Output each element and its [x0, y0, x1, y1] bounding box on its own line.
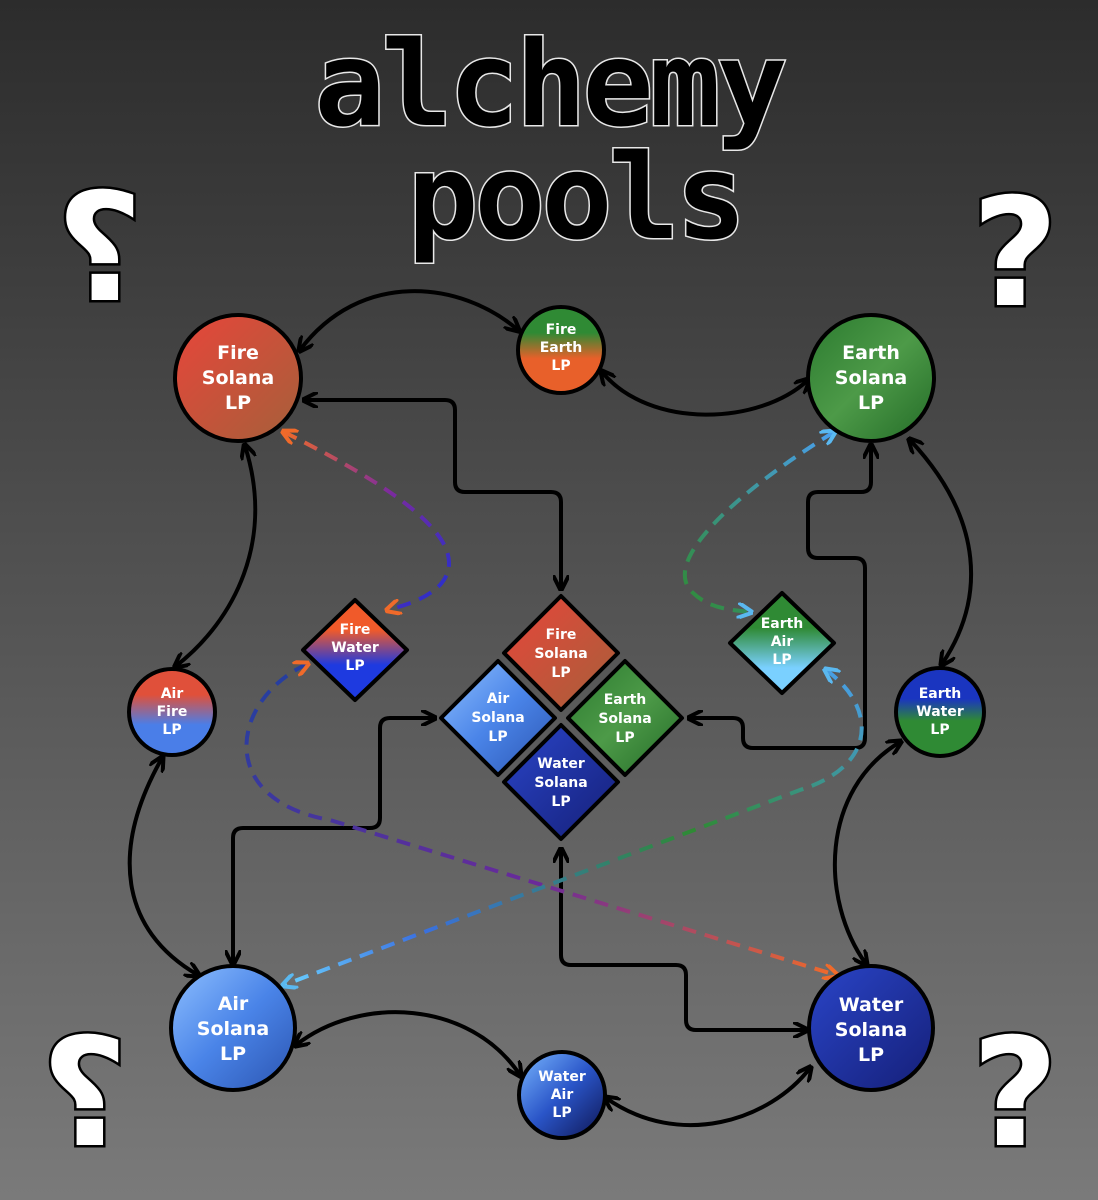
title-line-2: pools	[407, 128, 742, 266]
diamond-node-earth-air[interactable]: Earth Air LP	[728, 591, 836, 695]
dashed-edge-earth-solana-earth-air	[682, 432, 834, 612]
node-label: Fire	[340, 622, 371, 638]
node-label: Fire	[157, 704, 188, 720]
node-label: LP	[225, 392, 251, 414]
node-label: Air	[771, 634, 794, 650]
diamond-node-fire-water[interactable]: Fire Water LP	[301, 598, 409, 702]
node-label: Air	[161, 686, 184, 702]
node-label: Water	[537, 756, 585, 772]
node-label: Solana	[202, 367, 274, 389]
node-label: Earth	[842, 342, 900, 364]
question-mark-icon: ?	[971, 167, 1058, 341]
edge-earth-water-water-solana	[832, 742, 900, 964]
node-label: Solana	[534, 646, 587, 662]
circle-node-air-solana[interactable]: Air Solana LP	[169, 964, 297, 1092]
node-label: LP	[551, 794, 570, 810]
circle-node-water-air[interactable]: Water Air LP	[517, 1050, 607, 1140]
edge-water-solana-center	[561, 850, 806, 1030]
node-label: Water	[916, 704, 964, 720]
node-label: LP	[220, 1043, 246, 1065]
title-line-1: alchemy	[314, 15, 784, 153]
node-label: Fire	[546, 322, 577, 338]
question-mark-icon: ?	[41, 1007, 128, 1181]
circle-node-earth-water[interactable]: Earth Water LP	[894, 666, 986, 758]
edge-air-solana-center	[233, 718, 434, 963]
node-label: LP	[551, 665, 570, 681]
diamond-node-center-fire-solana[interactable]: Fire Solana LP	[502, 594, 620, 712]
question-mark-icon: ?	[56, 162, 143, 336]
circle-node-fire-solana[interactable]: Fire Solana LP	[173, 313, 303, 443]
edge-air-solana-water-air	[296, 1010, 520, 1075]
node-label: LP	[858, 1044, 884, 1066]
node-label: LP	[345, 658, 364, 674]
node-label: LP	[488, 729, 507, 745]
node-label: LP	[615, 730, 634, 746]
edge-air-fire-air-solana	[127, 758, 198, 975]
edge-fire-solana-fire-earth	[300, 289, 518, 350]
edge-fire-solana-air-fire	[176, 446, 258, 666]
node-label: LP	[162, 722, 181, 738]
circle-node-fire-earth[interactable]: Fire Earth LP	[516, 305, 606, 395]
dashed-connections	[244, 432, 864, 985]
node-label: LP	[930, 722, 949, 738]
node-label: LP	[772, 652, 791, 668]
node-label: Earth	[919, 686, 962, 702]
circle-node-air-fire[interactable]: Air Fire LP	[127, 667, 217, 757]
node-label: LP	[552, 1105, 571, 1121]
node-label: Solana	[835, 367, 907, 389]
edge-fire-solana-center	[305, 400, 561, 588]
node-label: Solana	[598, 711, 651, 727]
circle-node-earth-solana[interactable]: Earth Solana LP	[806, 313, 936, 443]
node-label: Fire	[546, 627, 577, 643]
node-label: Air	[218, 993, 249, 1015]
node-label: Solana	[534, 775, 587, 791]
node-label: Water	[331, 640, 379, 656]
node-label: Solana	[835, 1019, 907, 1041]
dashed-edge-earth-air-air-solana	[284, 670, 864, 985]
question-mark-icon: ?	[971, 1007, 1058, 1181]
edge-fire-earth-earth-solana	[602, 372, 808, 417]
diamond-node-center-water-solana[interactable]: Water Solana LP	[502, 723, 620, 841]
diamond-node-center-earth-solana[interactable]: Earth Solana LP	[566, 659, 684, 777]
node-label: LP	[858, 392, 884, 414]
node-label: Earth	[604, 692, 647, 708]
node-label: Solana	[471, 710, 524, 726]
diamond-node-center-air-solana[interactable]: Air Solana LP	[439, 659, 557, 777]
node-label: Earth	[761, 616, 804, 632]
edge-earth-solana-earth-water	[910, 440, 974, 664]
node-label: Water	[839, 994, 904, 1016]
dashed-edge-fire-solana-fire-water	[284, 432, 451, 610]
node-label: LP	[551, 358, 570, 374]
node-label: Air	[487, 691, 510, 707]
node-label: Solana	[197, 1018, 269, 1040]
circle-node-water-solana[interactable]: Water Solana LP	[807, 964, 935, 1092]
edge-water-air-water-solana	[606, 1068, 810, 1128]
node-label: Air	[551, 1087, 574, 1103]
node-label: Water	[538, 1069, 586, 1085]
node-label: Fire	[217, 342, 259, 364]
node-label: Earth	[540, 340, 583, 356]
